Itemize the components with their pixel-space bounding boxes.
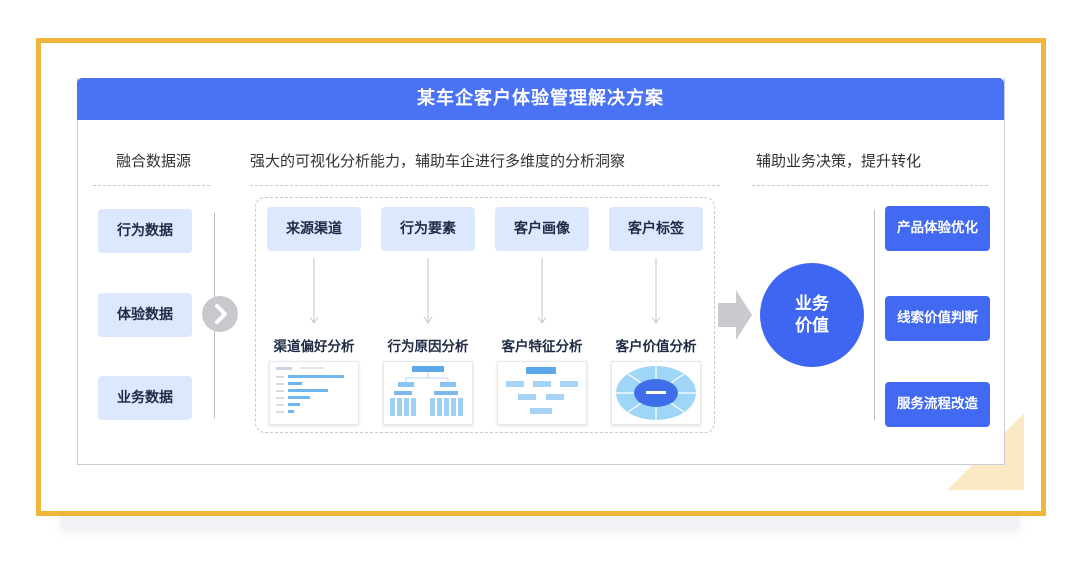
value-line-2: 价值	[795, 315, 829, 337]
thumbnail-tree-diagram	[383, 361, 473, 425]
output-lead-value: 线索价值判断	[885, 296, 990, 341]
outputs-connector-line	[874, 210, 875, 420]
analysis-customer-feature: 客户特征分析	[490, 335, 594, 355]
output-service-process: 服务流程改造	[885, 382, 990, 427]
thumbnail-radial-chart	[611, 361, 701, 425]
arrow-right-icon	[718, 290, 754, 344]
thumbnail-bar-chart	[269, 361, 359, 425]
thumbnail-hierarchy	[497, 361, 587, 425]
analysis-behavior-reason: 行为原因分析	[376, 335, 480, 355]
analysis-channel-preference: 渠道偏好分析	[262, 335, 366, 355]
value-line-1: 业务	[795, 293, 829, 315]
business-value-circle: 业务 价值	[760, 263, 864, 367]
output-product-experience: 产品体验优化	[885, 206, 990, 251]
analysis-customer-value: 客户价值分析	[604, 335, 708, 355]
